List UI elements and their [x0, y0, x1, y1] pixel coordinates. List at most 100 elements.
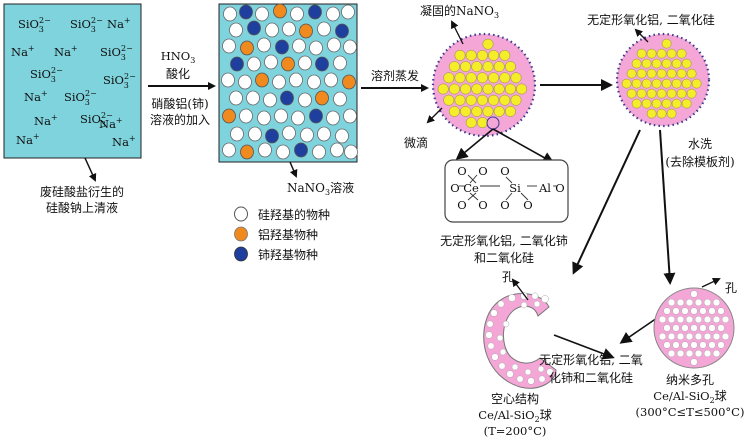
hollow-caption-line2: Ce/Al-SiO2球 — [478, 408, 551, 424]
species-ellipse — [333, 55, 347, 71]
bond-line — [469, 174, 478, 184]
legend-label-silanol: 硅羟基的物种 — [258, 207, 330, 222]
pore — [663, 307, 671, 315]
pore — [699, 341, 707, 349]
species-ellipse — [307, 74, 321, 90]
bond-line — [467, 192, 477, 201]
to-structure-arrow-right — [492, 128, 555, 164]
pore — [533, 300, 541, 308]
nano3-particle — [482, 61, 494, 73]
pore — [703, 349, 712, 358]
yellow-particle — [631, 98, 642, 109]
silicate-ion: SiO2−3 — [80, 111, 113, 129]
atom-label: O — [450, 181, 459, 195]
yellow-particle — [656, 68, 667, 79]
species-ellipse — [299, 23, 313, 39]
nanoporous-pores — [658, 290, 730, 366]
pore — [520, 301, 528, 309]
nano-caption-line3: (300°C≤T≤500°C) — [636, 405, 745, 419]
yellow-particle — [671, 98, 682, 109]
microdroplet-label: 微滴 — [404, 135, 428, 150]
nano3-particle — [460, 83, 472, 95]
pore — [499, 348, 507, 356]
pore — [717, 324, 725, 332]
species-ellipse — [312, 144, 326, 160]
species-ellipse — [258, 142, 272, 158]
species-ellipse — [263, 92, 277, 108]
pore — [676, 332, 685, 341]
pore-left-arrow — [511, 278, 529, 301]
sodium-ion: Na+ — [112, 134, 136, 149]
bond-line — [505, 192, 513, 201]
species-ellipse — [309, 40, 323, 56]
pore — [699, 307, 707, 315]
droplet-detail-circle — [486, 116, 500, 130]
bond-line — [505, 176, 513, 184]
pore — [672, 324, 680, 332]
pore — [690, 324, 698, 332]
species-ellipse — [257, 110, 271, 126]
yellow-particle — [666, 108, 677, 119]
nano3-particle — [504, 105, 516, 117]
caption1-line2: 硅酸钠上清液 — [46, 200, 118, 215]
evaporation-label: 溶剂蒸发 — [371, 68, 419, 83]
add-solution-line2: 溶液的加入 — [150, 112, 210, 127]
silicate-ion: SiO2−3 — [103, 72, 136, 90]
water-wash-label: 水洗 — [688, 137, 712, 151]
nano3-particle — [454, 94, 466, 106]
yellow-particle — [681, 98, 692, 109]
bond-line — [467, 174, 477, 184]
mid-arrow-right — [619, 317, 658, 344]
species-ellipse — [317, 21, 331, 37]
legend-swatch-cerium — [234, 246, 248, 262]
species-ellipse — [282, 21, 296, 37]
atom-label: O — [478, 164, 487, 178]
yellow-particle — [636, 88, 647, 99]
species-ellipse — [230, 126, 244, 142]
species-ellipse — [238, 74, 252, 90]
atom-label: O — [457, 198, 466, 212]
pore — [490, 309, 498, 317]
pore — [502, 320, 510, 328]
silicate-ion: SiO2−3 — [100, 44, 133, 62]
species-ellipse — [239, 108, 253, 124]
yellow-particle — [626, 68, 637, 79]
mid-label-line1: 无定形氧化铝, 二氧 — [539, 352, 643, 367]
pore — [708, 341, 716, 349]
caption1-line1: 废硅酸盐衍生的 — [40, 184, 124, 199]
droplet-sphere — [431, 32, 537, 138]
pore — [708, 324, 716, 332]
pore — [712, 349, 721, 358]
atom-label: Si — [509, 181, 521, 195]
nano3-particle — [471, 83, 483, 95]
silicate-ion: SiO2−3 — [30, 66, 63, 84]
yellow-particle — [646, 108, 657, 119]
species-ellipse — [275, 39, 289, 55]
species-ellipse — [265, 128, 279, 144]
pore — [717, 341, 725, 349]
nano3-particle — [499, 49, 511, 61]
pore — [676, 349, 685, 358]
species-ellipse — [330, 142, 344, 158]
pore — [690, 290, 698, 298]
species-ellipse — [281, 56, 295, 72]
nano3-particle — [448, 105, 460, 117]
nano3-particle — [443, 94, 455, 106]
nano3-particle — [476, 94, 488, 106]
add-solution-line1: 硝酸铝(铈) — [151, 96, 208, 111]
nano3-particle — [482, 105, 494, 117]
yellow-particle — [661, 98, 672, 109]
legend-swatch-aluminol — [234, 226, 248, 242]
pore — [658, 315, 667, 324]
pore — [694, 298, 703, 307]
yellow-particle — [676, 68, 687, 79]
yellow-particle — [666, 88, 677, 99]
yellow-particle — [666, 48, 677, 59]
species-ellipse — [335, 23, 349, 39]
silicate-ion: SiO2−3 — [18, 16, 51, 34]
species-ellipse — [300, 127, 314, 143]
mid-arrow-left — [553, 334, 615, 360]
caption1-arrow — [84, 157, 97, 182]
